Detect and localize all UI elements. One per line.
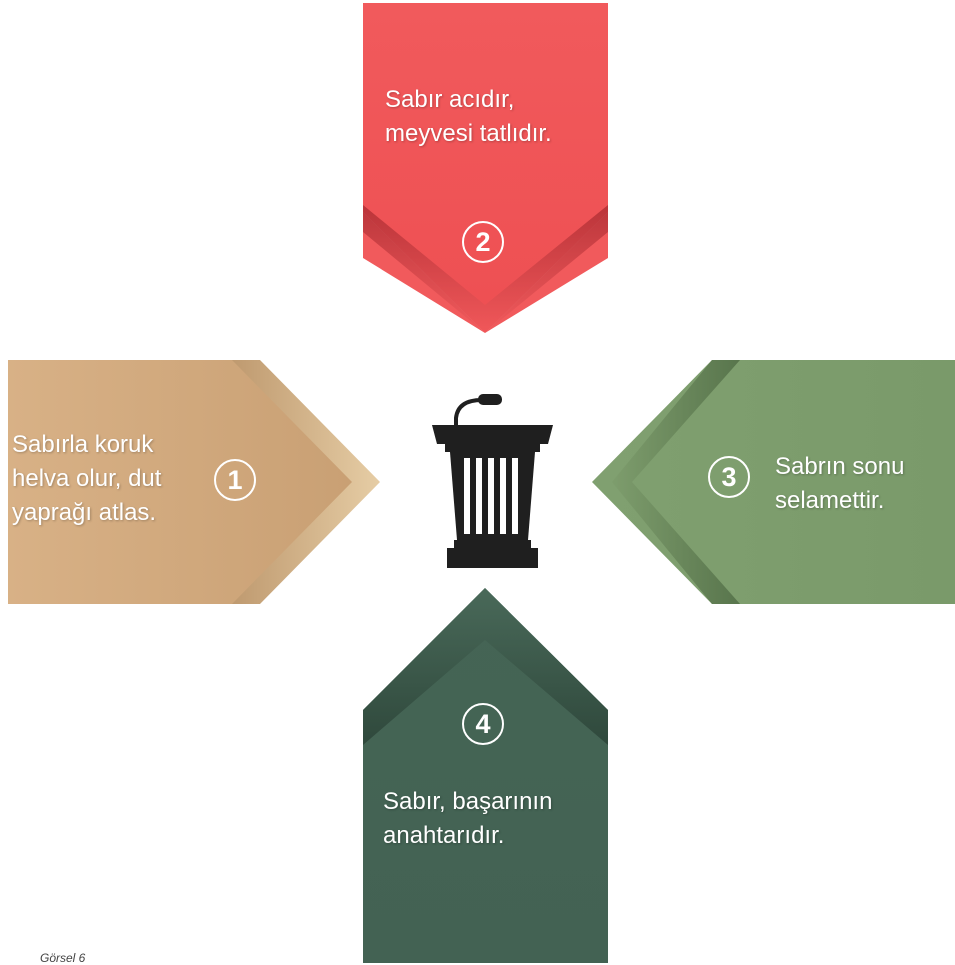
card-2-text: Sabır acıdır, meyvesi tatlıdır. xyxy=(385,83,552,151)
podium-icon xyxy=(432,394,553,568)
card-3-number: 3 xyxy=(708,456,750,498)
figure-caption: Görsel 6 xyxy=(40,951,86,965)
card-1-body xyxy=(8,360,352,604)
card-3-line-2: selamettir. xyxy=(775,487,885,514)
card-1 xyxy=(8,360,380,604)
card-4-number: 4 xyxy=(462,703,504,745)
card-4-line-1: Sabır, başarının xyxy=(383,788,553,815)
card-2-body xyxy=(363,3,608,333)
card-3-shade xyxy=(612,360,740,604)
card-2-number: 2 xyxy=(462,221,504,263)
card-2-line-1: Sabır acıdır, xyxy=(385,86,515,113)
card-4-shade xyxy=(363,588,608,745)
card-2 xyxy=(363,3,608,333)
card-4 xyxy=(363,588,608,963)
card-1-line-3: yaprağı atlas. xyxy=(12,499,157,526)
card-4-body xyxy=(363,588,608,963)
card-1-text: Sabırla koruk helva olur, dut yaprağı at… xyxy=(12,428,161,530)
card-1-line-2: helva olur, dut xyxy=(12,465,162,492)
card-2-shade xyxy=(363,205,608,333)
card-1-number: 1 xyxy=(214,459,256,501)
card-4-line-2: anahtarıdır. xyxy=(383,822,505,849)
card-1-line-1: Sabırla koruk xyxy=(12,431,154,458)
card-3-text: Sabrın sonu selamettir. xyxy=(775,450,904,518)
card-4-text: Sabır, başarının anahtarıdır. xyxy=(383,785,552,853)
card-2-line-2: meyvesi tatlıdır. xyxy=(385,120,552,147)
card-3-line-1: Sabrın sonu xyxy=(775,453,905,480)
card-3 xyxy=(592,360,955,604)
